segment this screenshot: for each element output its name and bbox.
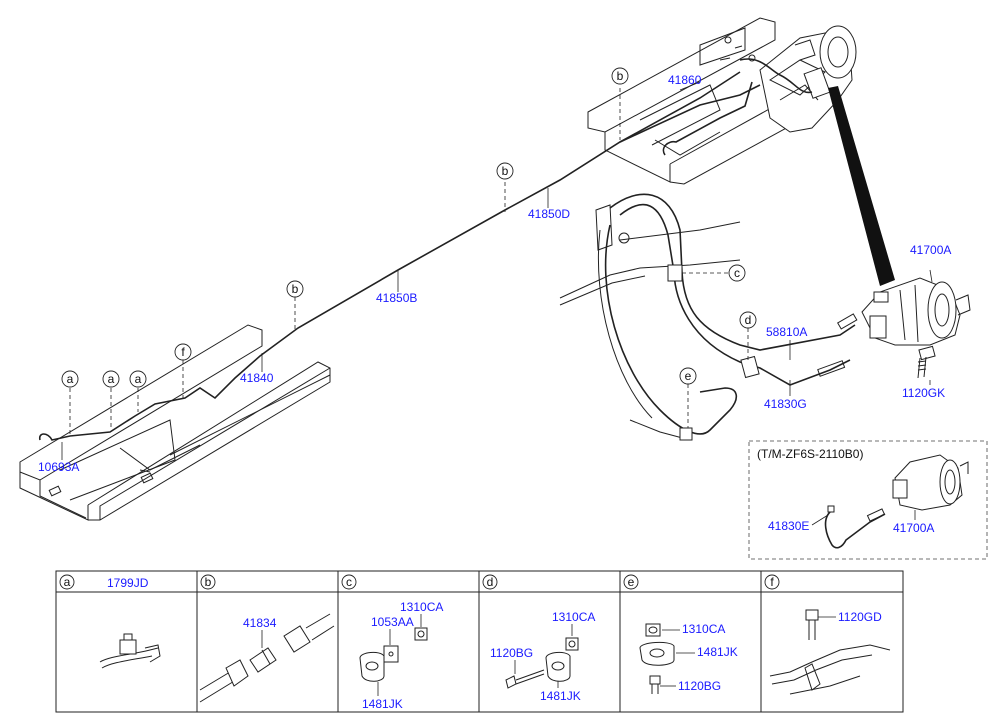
part-1799jd[interactable]: 1799JD (107, 576, 149, 590)
callout-a-1: a (61, 370, 79, 388)
label-41850d[interactable]: 41850D (528, 207, 570, 221)
callout-d: d (739, 311, 757, 329)
callout-b-3: b (286, 280, 304, 298)
callout-letter: e (685, 369, 692, 383)
table-cell-f: f 1120GD (764, 574, 891, 695)
callout-letter: c (734, 266, 740, 280)
callout-b-2: b (496, 162, 514, 180)
callout-b-1: b (611, 67, 629, 85)
table-cell-b: b 41834 (199, 574, 335, 703)
clutch-pipe-main (38, 71, 761, 441)
label-41830e[interactable]: 41830E (768, 519, 809, 533)
part-41834[interactable]: 41834 (243, 616, 277, 630)
label-41850b[interactable]: 41850B (376, 291, 417, 305)
part-1481jk-c[interactable]: 1481JK (362, 697, 403, 711)
leader-lines (61, 81, 933, 460)
callout-letter: b (292, 282, 299, 296)
callout-letter: f (181, 345, 185, 359)
cell-letter: e (628, 575, 635, 589)
frame-rail-left (19, 324, 331, 521)
part-1481jk-e[interactable]: 1481JK (697, 645, 738, 659)
part-1053aa[interactable]: 1053AA (371, 615, 414, 629)
label-10693a[interactable]: 10693A (38, 460, 79, 474)
label-inset-41700a[interactable]: 41700A (893, 521, 934, 535)
transmission (739, 25, 857, 133)
callout-letter: a (135, 372, 142, 386)
label-41700a[interactable]: 41700A (910, 243, 951, 257)
inset-zf6s: (T/M-ZF6S-2110B0) 41830E 41700A (748, 440, 988, 560)
callout-letter: d (745, 313, 752, 327)
part-1120bg-d[interactable]: 1120BG (490, 646, 533, 660)
part-1310ca-d[interactable]: 1310CA (552, 610, 595, 624)
part-1481jk-d[interactable]: 1481JK (540, 689, 581, 703)
part-1120gd[interactable]: 1120GD (838, 610, 882, 624)
parts-table (55, 570, 904, 713)
table-cell-c: c 1310CA 1053AA 1481JK (341, 574, 443, 711)
label-41840[interactable]: 41840 (240, 371, 274, 385)
part-1120bg-e[interactable]: 1120BG (678, 679, 721, 693)
table-cell-d: d 1310CA 1120BG 1481JK (482, 574, 595, 703)
cell-letter: d (487, 575, 494, 589)
label-41830g[interactable]: 41830G (764, 397, 807, 411)
callout-a-3: a (129, 370, 147, 388)
bolt-1120gk (917, 345, 936, 379)
cell-letter: b (205, 575, 212, 589)
callout-letter: b (617, 69, 624, 83)
cell-letter: f (770, 575, 774, 589)
table-cell-e: e 1310CA 1481JK 1120BG (623, 574, 738, 694)
callout-a-2: a (102, 370, 120, 388)
callout-letter: a (67, 372, 74, 386)
inset-title: (T/M-ZF6S-2110B0) (757, 447, 863, 461)
part-1310ca-c[interactable]: 1310CA (400, 600, 443, 614)
callout-e: e (679, 367, 697, 385)
callout-letter: b (502, 164, 509, 178)
callout-f: f (174, 343, 192, 361)
label-58810a[interactable]: 58810A (766, 325, 807, 339)
cell-letter: c (346, 575, 352, 589)
callout-c: c (728, 264, 746, 282)
hose-assembly (559, 193, 858, 441)
part-1310ca-e[interactable]: 1310CA (682, 622, 725, 636)
callout-letter: a (108, 372, 115, 386)
clutch-servo (828, 86, 971, 346)
label-1120gk[interactable]: 1120GK (902, 386, 945, 400)
cell-letter: a (64, 575, 71, 589)
label-41860[interactable]: 41860 (668, 73, 702, 87)
table-cell-a: a 1799JD (59, 574, 161, 669)
